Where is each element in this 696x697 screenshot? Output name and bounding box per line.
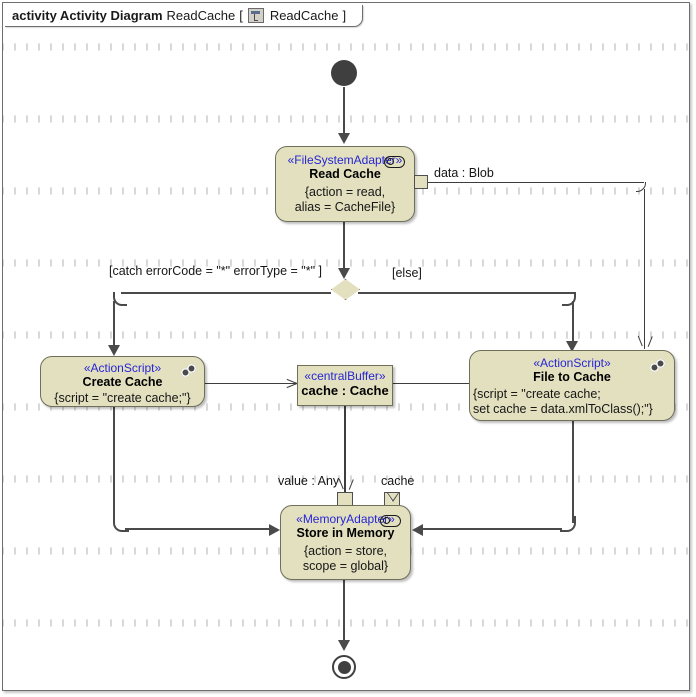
flow-filetocache-to-store-h <box>417 527 562 530</box>
arrowhead <box>337 133 350 144</box>
guard-label-catch: [catch errorCode = "*" errorType = "*" ] <box>109 264 322 278</box>
flow-decision-to-filetocache <box>571 301 574 345</box>
activity-final-node[interactable] <box>332 655 356 679</box>
node-body-line1: {action = store, <box>303 544 388 558</box>
frame-header[interactable]: activity Activity Diagram ReadCache [ Re… <box>5 5 364 27</box>
guard-label-else: [else] <box>392 266 422 280</box>
stereotype-label: «MemoryAdapter» <box>296 512 395 526</box>
arrowhead-open <box>393 378 404 389</box>
arrowhead <box>107 345 120 356</box>
frame-keyword: activity Activity Diagram <box>12 8 163 23</box>
node-title: File to Cache <box>533 370 611 384</box>
flow-readcache-to-decision <box>343 222 346 274</box>
action-create-cache[interactable]: «ActionScript» Create Cache {script = "c… <box>40 356 205 407</box>
flow-initial-to-readcache <box>343 87 346 137</box>
arrowhead <box>412 523 423 536</box>
node-body-line1: {action = read, <box>304 185 386 199</box>
node-body-line2: scope = global} <box>302 559 389 573</box>
stereotype-label: «FileSystemAdapter» <box>287 153 403 167</box>
arrowhead <box>337 268 350 279</box>
action-file-to-cache[interactable]: «ActionScript» File to Cache {script = "… <box>469 350 675 421</box>
adapter-socket-icon <box>380 515 401 527</box>
input-pin-value[interactable] <box>337 492 353 506</box>
input-pin-cache[interactable] <box>384 492 400 506</box>
flow-createcache-to-store-v <box>113 407 116 523</box>
objectflow-createcache-to-buffer <box>205 383 297 385</box>
flow-corner <box>113 516 129 532</box>
node-title: Create Cache <box>82 375 163 389</box>
arrowhead-open <box>286 378 297 389</box>
bracket-open: [ <box>239 8 243 23</box>
node-title: Read Cache <box>309 167 381 181</box>
stereotype-label: «ActionScript» <box>533 356 611 370</box>
arrowhead <box>337 640 350 651</box>
adapter-socket-icon <box>384 156 405 168</box>
node-body-line1: {script = "create cache;"} <box>54 391 191 405</box>
activity-diagram-icon <box>247 8 264 23</box>
stereotype-label: «centralBuffer» <box>304 369 386 383</box>
node-body-line2: alias = CacheFile} <box>294 200 396 214</box>
arrowhead <box>269 523 280 536</box>
activity-final-inner <box>337 660 351 674</box>
action-read-cache[interactable]: «FileSystemAdapter» Read Cache {action =… <box>275 146 415 222</box>
flow-filetocache-to-store-v <box>571 421 574 523</box>
background-grid <box>3 3 689 690</box>
objectflow-buffer-to-store <box>344 406 346 492</box>
flow-decision-left-h <box>121 292 331 295</box>
flow-decision-to-createcache <box>113 301 116 349</box>
pin-label-cache: cache <box>381 474 415 488</box>
flow-store-to-final <box>343 580 346 646</box>
flow-corner <box>560 516 576 532</box>
bracket-close: ] <box>342 8 347 23</box>
stereotype-label: «ActionScript» <box>83 361 162 375</box>
flow-createcache-to-store-h <box>125 527 273 530</box>
objectflow-data-h <box>422 182 644 184</box>
action-store-in-memory[interactable]: «MemoryAdapter» Store in Memory {action … <box>280 505 411 580</box>
output-pin-data[interactable] <box>414 175 428 189</box>
flow-corner <box>562 292 576 306</box>
activity-diagram-frame: «FileSystemAdapter» Read Cache {action =… <box>2 2 690 691</box>
pin-label-value: value : Any <box>278 474 340 488</box>
object-node-central-buffer[interactable]: «centralBuffer» cache : Cache <box>297 365 393 406</box>
objectflow-filetocache-to-buffer <box>393 383 469 385</box>
frame-ref-name: ReadCache <box>269 8 339 23</box>
flow-decision-right-h <box>358 292 574 295</box>
decision-node[interactable] <box>331 279 360 300</box>
objectflow-data-v <box>643 189 645 349</box>
node-body-line1: {script = "create cache; <box>473 387 601 401</box>
script-gears-icon <box>181 364 197 378</box>
pin-label-data-blob: data : Blob <box>434 166 494 180</box>
node-title: cache : Cache <box>301 383 389 398</box>
node-title: Store in Memory <box>296 526 395 540</box>
node-body-line2: set cache = data.xmlToClass();"} <box>473 402 653 416</box>
arrowhead <box>566 341 579 352</box>
frame-name: ReadCache <box>166 8 236 23</box>
flow-corner <box>113 292 127 306</box>
initial-node[interactable] <box>331 60 357 86</box>
script-gears-icon <box>650 359 666 373</box>
